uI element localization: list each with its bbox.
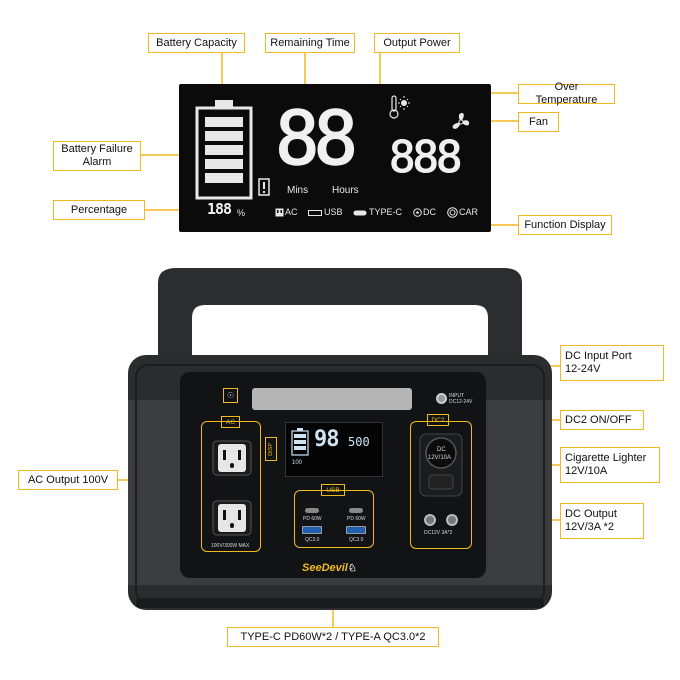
over-temperature-callout: Over Temperature — [518, 81, 615, 106]
device-lcd-screen: 98 500 100 — [285, 422, 383, 477]
pd-right-label: PD 60W — [347, 516, 366, 522]
fan-icon — [452, 113, 470, 129]
ac-output-callout: AC Output 100V — [18, 470, 118, 490]
typec-port-left[interactable] — [305, 508, 319, 513]
cigarette-lighter-socket[interactable] — [419, 433, 463, 497]
output-power-digits: 888 — [388, 132, 463, 183]
function-dc: DC — [423, 207, 436, 217]
screen-battery-icon — [291, 428, 309, 456]
percentage-callout: Percentage — [53, 200, 145, 220]
cigarette-label-2: 12V/10A — [428, 455, 452, 461]
dc2-onoff-text: DC2 ON/OFF — [565, 413, 632, 426]
usb-a-port-right[interactable] — [346, 526, 366, 534]
function-display-callout: Function Display — [518, 215, 612, 235]
input-label-1: INPUT — [449, 393, 464, 399]
car-port-icon — [447, 207, 458, 218]
dc-output-text-1: DC Output — [565, 508, 617, 520]
ac-button-label: AC — [225, 418, 236, 426]
dc2-onoff-callout: DC2 ON/OFF — [560, 410, 644, 430]
battery-capacity-callout: Battery Capacity — [148, 33, 245, 53]
cigarette-label-1: DC — [437, 447, 446, 453]
percentage-text: Percentage — [70, 203, 128, 216]
output-power-text: Output Power — [383, 36, 451, 49]
usb-a-port-left[interactable] — [302, 526, 322, 534]
screen-power-digits: 500 — [348, 435, 370, 449]
percentage-digits: 188 — [207, 200, 232, 218]
input-label-2: DC12-24V — [449, 399, 473, 405]
lightbulb-icon: ☉ — [226, 391, 235, 400]
qc-right-label: QC3.0 — [349, 537, 364, 543]
function-typec: TYPE-C — [369, 207, 403, 217]
dc2-button[interactable]: DC2 — [427, 414, 449, 426]
dc-input-text-1: DC Input Port — [565, 350, 632, 362]
dc2-button-label: DC2 — [431, 416, 445, 424]
battery-icon — [195, 100, 253, 200]
usb-output-callout: TYPE-C PD60W*2 / TYPE-A QC3.0*2 — [227, 627, 439, 647]
qc-left-label: QC3.0 — [305, 537, 320, 543]
remaining-time-text: Remaining Time — [270, 36, 350, 49]
cigarette-callout-text-1: Cigarette Lighter — [565, 452, 647, 464]
usb-port-group — [294, 490, 374, 548]
battery-failure-text-2: Alarm — [82, 156, 112, 168]
cigarette-callout-text-2: 12V/10A — [565, 465, 608, 477]
screen-percent: 100 — [292, 460, 303, 466]
battery-failure-text-1: Battery Failure — [61, 143, 133, 155]
ac-rating-label: 100V/300W MAX — [211, 543, 250, 549]
screen-time-digits: 98 — [314, 427, 339, 452]
battery-failure-alarm-icon — [258, 178, 270, 196]
function-display-text: Function Display — [524, 218, 606, 231]
dc-port-icon — [413, 208, 422, 217]
dc-output-port-left[interactable] — [424, 514, 436, 526]
fan-text: Fan — [529, 115, 548, 128]
ac-output-text: AC Output 100V — [27, 473, 109, 486]
output-power-callout: Output Power — [374, 33, 460, 53]
dc-output-group — [410, 421, 472, 549]
light-button[interactable]: ☉ — [223, 388, 238, 403]
function-car: CAR — [459, 207, 479, 217]
dc-input-text-2: 12-24V — [565, 363, 601, 375]
dc-output-text-2: 12V/3A *2 — [565, 521, 614, 533]
dc-output-port-right[interactable] — [446, 514, 458, 526]
usb-port-icon — [308, 210, 322, 216]
typec-port-right[interactable] — [349, 508, 363, 513]
horse-icon: ♘ — [347, 563, 357, 574]
battery-capacity-text: Battery Capacity — [156, 36, 237, 49]
ac-button[interactable]: AC — [221, 416, 240, 428]
over-temperature-text: Over Temperature — [535, 81, 598, 106]
function-usb: USB — [324, 207, 343, 217]
percent-sign: % — [237, 208, 246, 218]
hours-label: Hours — [332, 185, 359, 196]
mins-label: Mins — [287, 185, 309, 196]
thermometer-icon — [389, 95, 410, 119]
fan-callout: Fan — [518, 112, 559, 132]
display-button-label: DISP — [268, 442, 274, 456]
remaining-time-digits: 88 — [274, 96, 359, 182]
typec-port-icon — [353, 210, 367, 216]
dc-port-label: DC12V 3A*2 — [424, 530, 453, 536]
brand-logo: SeeDevil♘ — [302, 562, 357, 574]
remaining-time-callout: Remaining Time — [265, 33, 355, 53]
ac-outlet-top[interactable] — [212, 440, 252, 476]
ac-outlet-group — [201, 421, 261, 552]
display-button[interactable]: DISP — [265, 437, 277, 461]
usb-output-text: TYPE-C PD60W*2 / TYPE-A QC3.0*2 — [240, 630, 426, 643]
dc-input-port[interactable] — [436, 393, 447, 404]
lcd-display-diagram: 188 % 88 Mins Hours 888 AC USB TYPE-C DC… — [179, 84, 491, 232]
brand-text: SeeDevil — [302, 562, 348, 574]
pd-left-label: PD 60W — [303, 516, 322, 522]
ac-outlet-bottom[interactable] — [212, 500, 252, 536]
ac-socket-icon — [275, 208, 284, 217]
function-ac: AC — [285, 207, 298, 217]
